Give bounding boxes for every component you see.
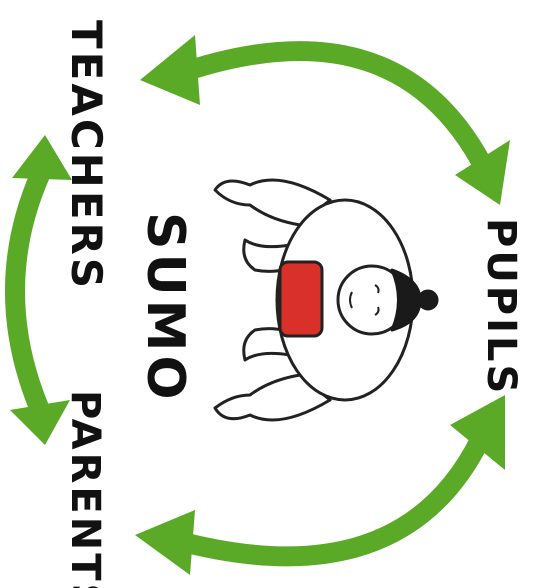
arrow-teachers-pupils xyxy=(140,35,510,205)
label-sumo: SUMO xyxy=(135,212,195,404)
arrow-shaft-teachers-parents xyxy=(15,175,40,410)
label-teachers: TEACHERS xyxy=(62,20,111,291)
arrowhead-parents-left xyxy=(10,400,70,445)
arrowhead-teachers xyxy=(140,35,200,105)
label-parents: PARENTS xyxy=(62,390,108,588)
sumo-wrestler-icon xyxy=(215,180,437,420)
sumo-topknot xyxy=(419,291,437,309)
sumo-belt xyxy=(280,262,322,336)
arrowhead-parents xyxy=(135,510,195,575)
arrow-shaft-teachers-pupils xyxy=(175,51,480,160)
arrow-shaft-parents-pupils xyxy=(175,440,480,556)
label-pupils: PUPILS xyxy=(478,218,524,396)
arrow-parents-pupils xyxy=(135,395,505,575)
